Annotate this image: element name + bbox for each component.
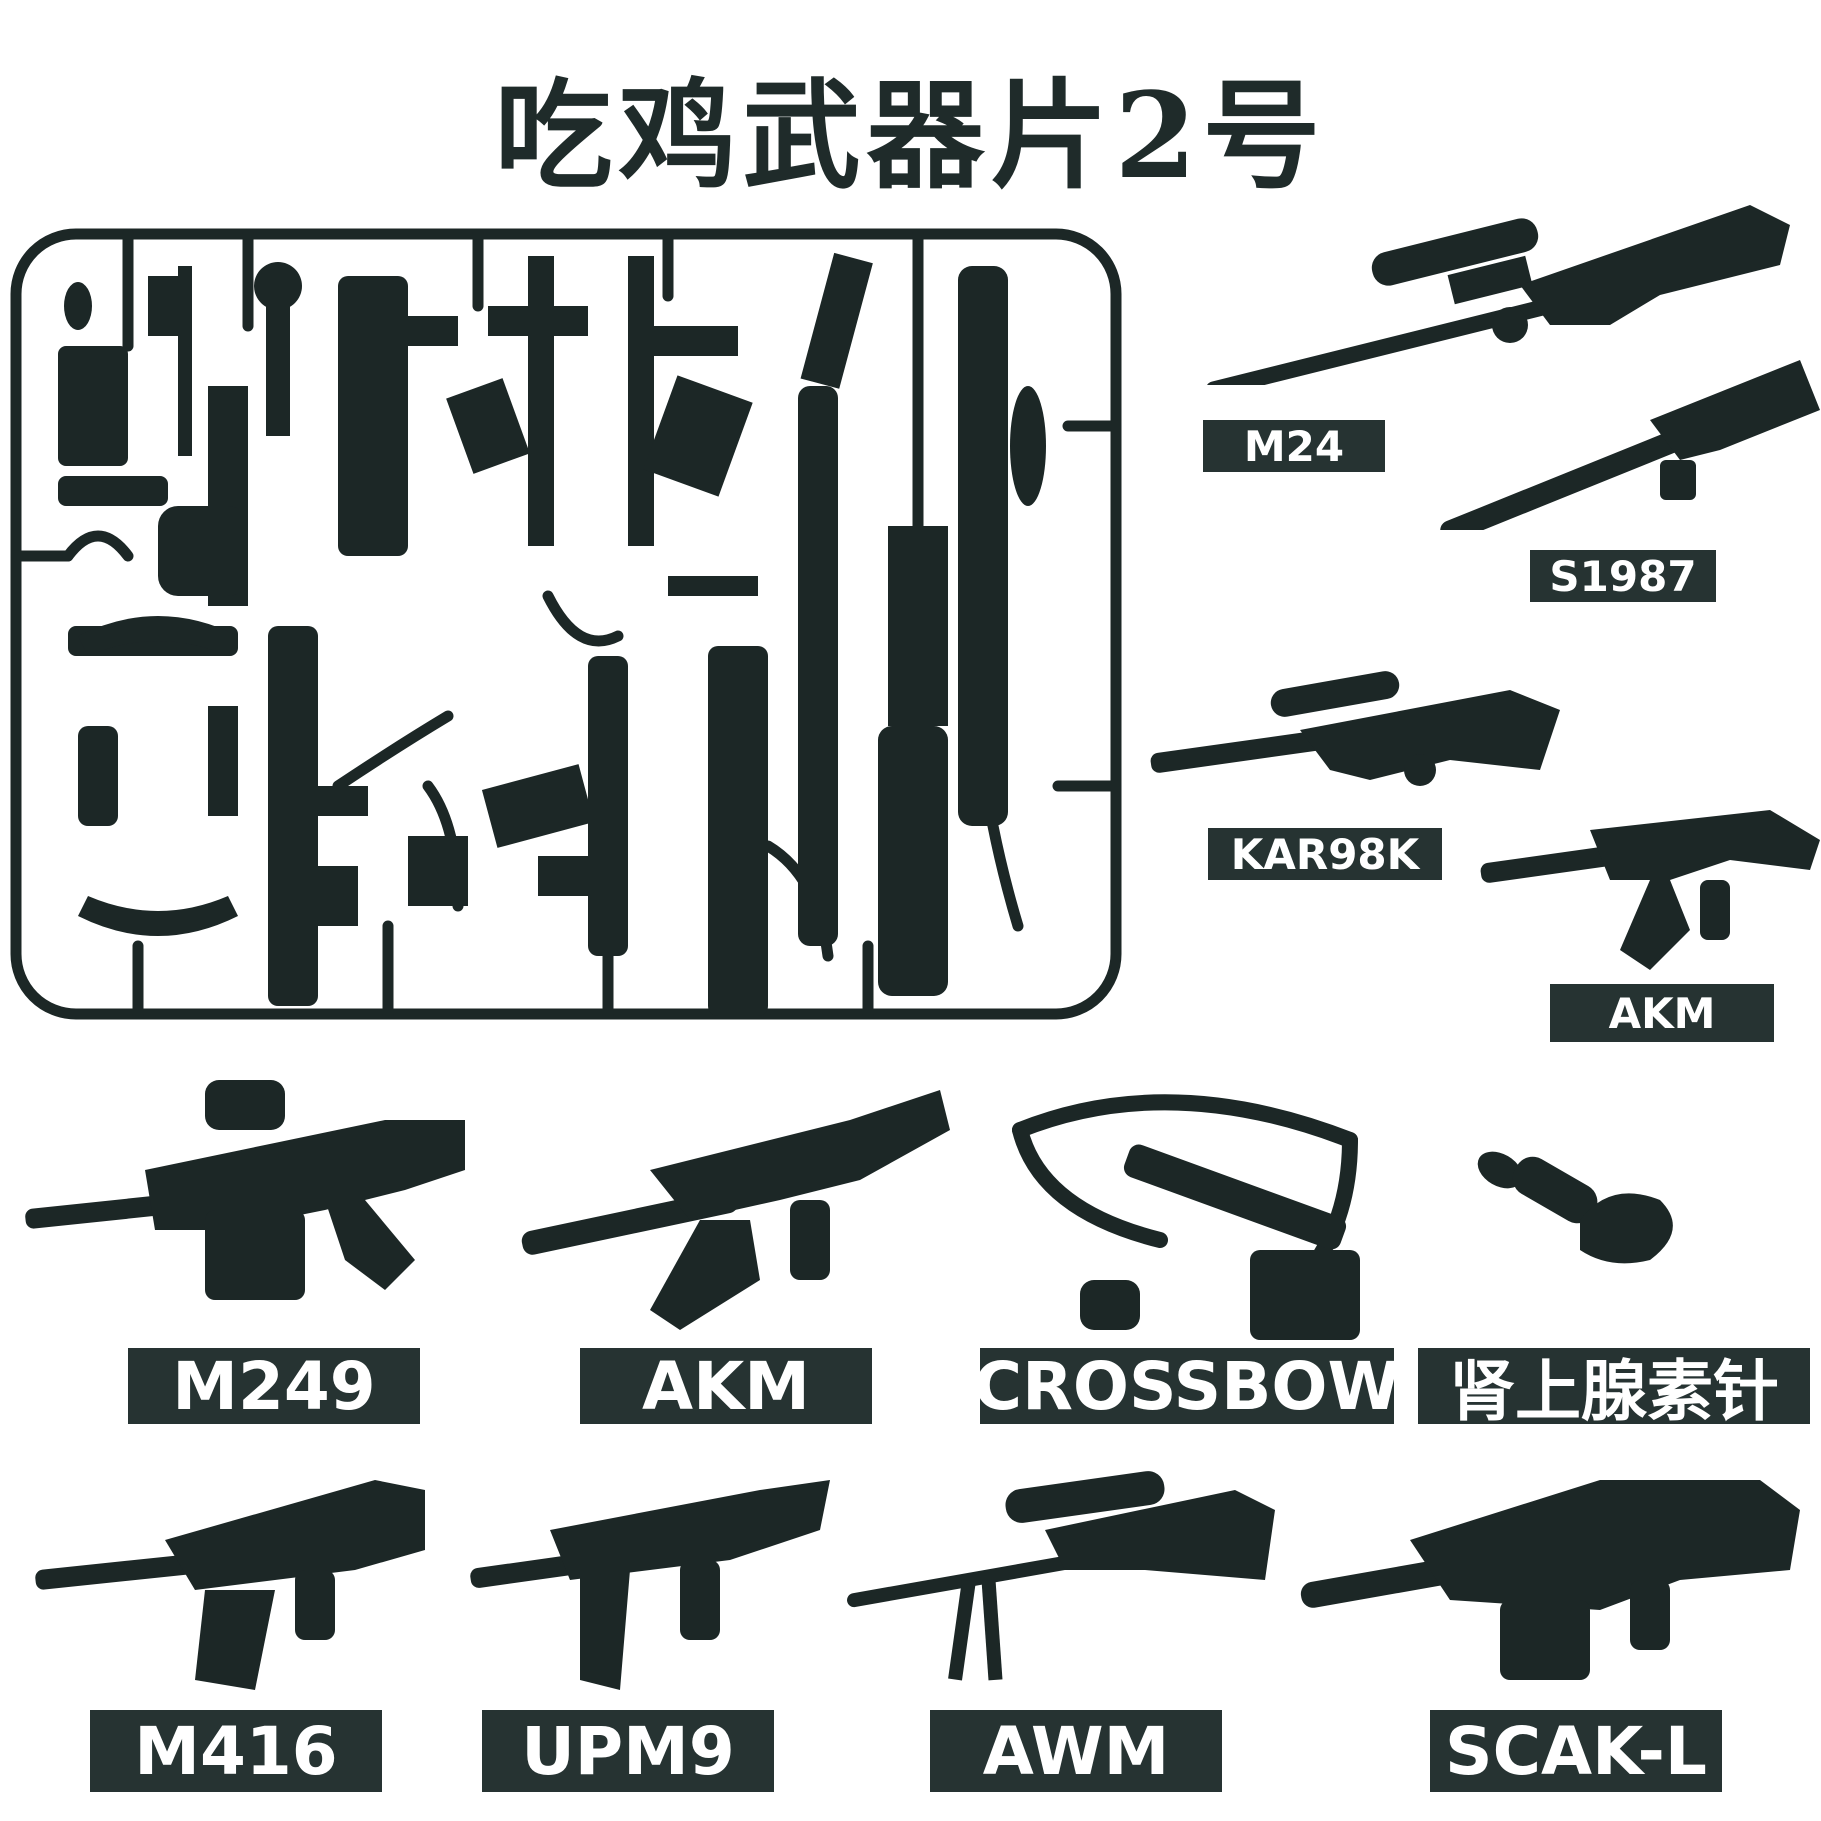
adrenaline-syringe-item (1477, 1151, 1673, 1264)
label-upm9: UPM9 (482, 1710, 774, 1792)
weapon-sprue-frame (10, 228, 1122, 1020)
awm-sniper-rifle (847, 1471, 1275, 1681)
label-kar98k: KAR98K (1208, 828, 1442, 880)
akm-small-rifle (1480, 810, 1820, 970)
kar98k-rifle (1150, 671, 1560, 786)
akm-rifle (521, 1090, 950, 1330)
page-title: 吃鸡武器片2号 (494, 66, 1327, 205)
label-m249: M249 (128, 1348, 420, 1425)
scak-l-rifle (1300, 1480, 1800, 1680)
m24-rifle (1205, 205, 1790, 385)
m416-rifle (35, 1480, 425, 1690)
s1987-shotgun (1440, 360, 1820, 530)
m249-machine-gun (25, 1080, 465, 1300)
label-crossbow: CROSSBOW (973, 1347, 1401, 1425)
label-m24: M24 (1203, 420, 1385, 472)
label-s1987: S1987 (1530, 550, 1716, 602)
label-akm-small: AKM (1550, 984, 1774, 1042)
label-akm: AKM (580, 1348, 872, 1425)
label-m416: M416 (90, 1710, 382, 1792)
label-adrenaline: 肾上腺素针 (1418, 1348, 1810, 1430)
crossbow (1012, 1094, 1360, 1340)
label-awm: AWM (930, 1710, 1222, 1792)
label-scak-l: SCAK-L (1430, 1710, 1722, 1792)
upm9-smg (470, 1480, 830, 1690)
